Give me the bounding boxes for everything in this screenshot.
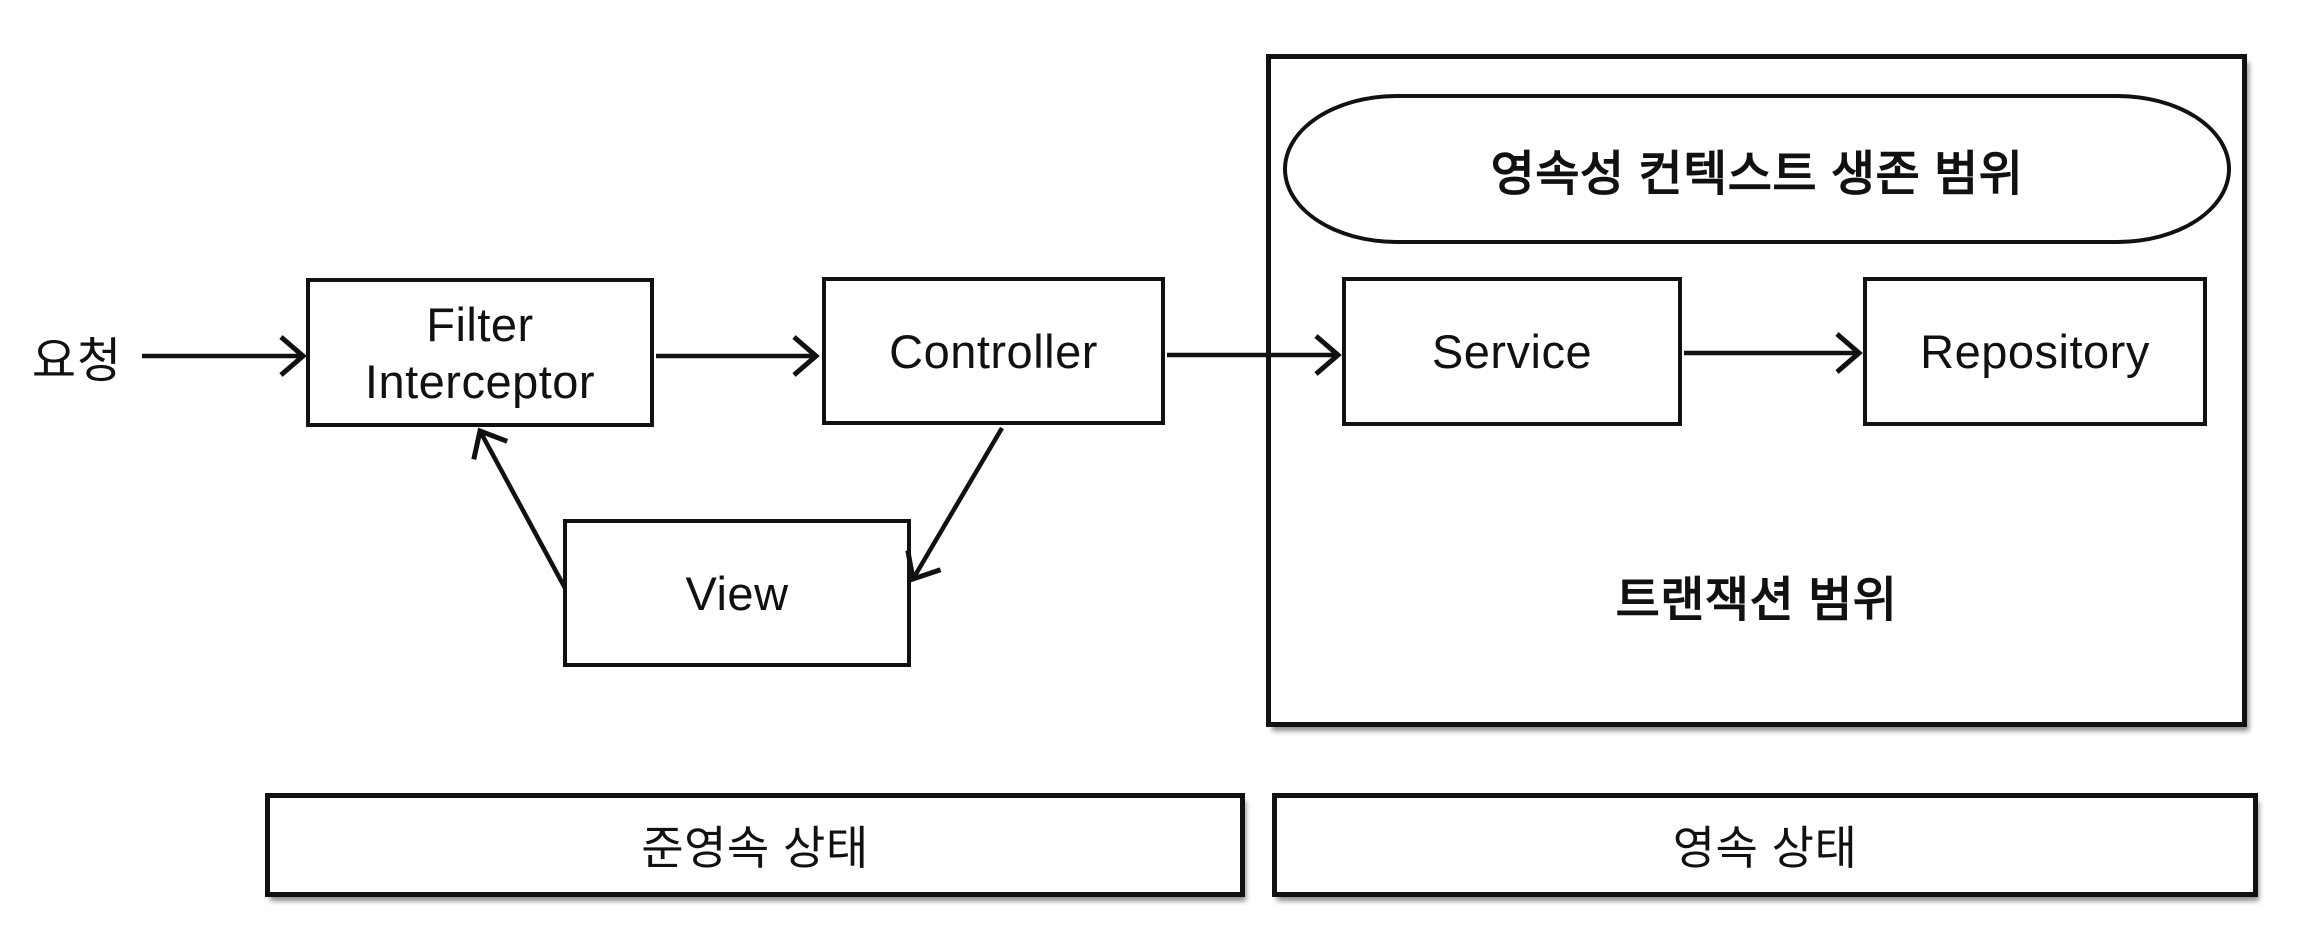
request-label: 요청 — [31, 335, 123, 388]
node-controller: Controller — [822, 277, 1165, 425]
persistent-state-box: 영속 상태 — [1272, 793, 2258, 897]
arrow-controller-to-view — [905, 426, 1004, 583]
node-filter-interceptor: Filter Interceptor — [306, 278, 654, 427]
node-service-label: Service — [1431, 325, 1593, 378]
node-service: Service — [1342, 277, 1682, 426]
persistence-context-scope-label: 영속성 컨텍스트 생존 범위 — [1490, 148, 2024, 201]
persistence-context-scope-shape: 영속성 컨텍스트 생존 범위 — [1283, 94, 2231, 244]
arrow-view-to-filter — [471, 427, 567, 590]
node-repository-label: Repository — [1920, 325, 2150, 378]
detached-state-box: 준영속 상태 — [265, 793, 1245, 897]
persistent-state-label: 영속 상태 — [1672, 822, 1858, 874]
node-view-label: View — [685, 566, 789, 620]
node-controller-label: Controller — [889, 324, 1098, 378]
detached-state-label: 준영속 상태 — [641, 822, 869, 874]
node-repository: Repository — [1863, 277, 2207, 426]
transaction-scope-label: 트랜잭션 범위 — [1615, 574, 1898, 627]
node-view: View — [563, 519, 911, 667]
node-filter-interceptor-label: Filter Interceptor — [364, 297, 596, 408]
